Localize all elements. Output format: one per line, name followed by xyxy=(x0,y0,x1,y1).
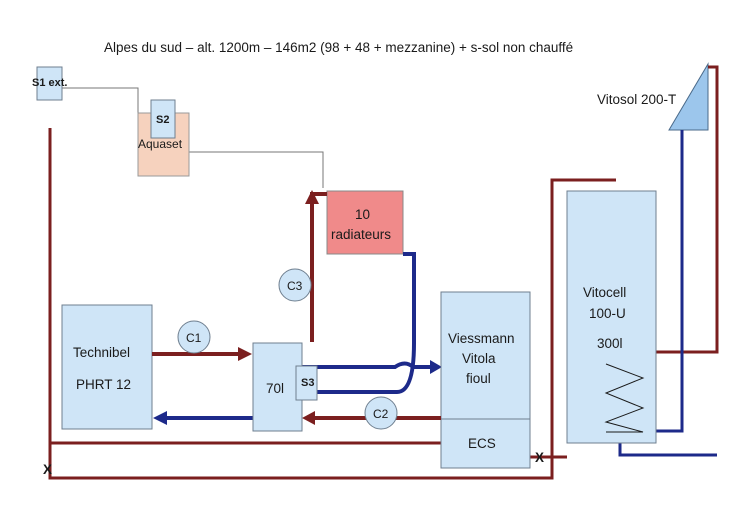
ecs-box xyxy=(440,418,531,469)
technibel-line1: Technibel xyxy=(73,345,130,360)
aquaset-label: Aquaset xyxy=(138,137,183,151)
s2-label: S2 xyxy=(156,114,169,126)
main-return-pipe xyxy=(48,128,616,480)
vitocell-line3: 300l xyxy=(597,336,623,351)
vitocell-line1: Vitocell xyxy=(583,285,626,300)
boiler-line3: fioul xyxy=(466,371,491,386)
circulator-c3: C3 xyxy=(278,268,312,302)
s2-sensor xyxy=(150,99,176,139)
radiators-line1: 10 xyxy=(355,207,370,222)
radiators-line2: radiateurs xyxy=(331,227,391,242)
circulator-c2: C2 xyxy=(364,396,398,430)
diagram-title: Alpes du sud – alt. 1200m – 146m2 (98 + … xyxy=(104,40,573,55)
circulator-c2-label: C2 xyxy=(373,407,389,421)
technibel-line2: PHRT 12 xyxy=(76,377,131,392)
vitocell-tank xyxy=(566,190,657,444)
technibel-to-tank-arrow xyxy=(238,347,252,361)
s1-ext-label: S1 ext. xyxy=(32,77,67,89)
vitosol-label: Vitosol 200-T xyxy=(597,92,676,107)
boiler-line1: Viessmann xyxy=(448,331,515,346)
vitocell-line2: 100-U xyxy=(589,306,626,321)
radiator-return-pipe xyxy=(308,252,416,394)
radiators-box xyxy=(326,190,404,255)
vitosol-collector xyxy=(668,62,709,131)
radiator-supply-pipe xyxy=(310,192,327,342)
solar-supply-pipe xyxy=(618,65,719,357)
valve-right: X xyxy=(535,450,544,465)
s1-ext-sensor xyxy=(36,66,63,101)
tank-to-technibel-arrow xyxy=(153,411,167,425)
circulator-c3-label: C3 xyxy=(287,279,303,293)
vitocell-coil xyxy=(604,363,645,433)
technibel-box xyxy=(61,304,153,430)
s3-label: S3 xyxy=(301,377,314,389)
circulator-c1: C1 xyxy=(177,320,211,354)
buffer-tank-label: 70l xyxy=(266,381,284,396)
boiler-box xyxy=(440,291,531,420)
boiler-line2: Vitola xyxy=(462,351,496,366)
ecs-label: ECS xyxy=(468,436,496,451)
tank-to-boiler-pipe xyxy=(302,361,432,369)
boiler-to-tank-arrow xyxy=(302,411,315,425)
s3-sensor xyxy=(295,365,318,401)
circulator-c1-label: C1 xyxy=(186,331,202,345)
valve-left: X xyxy=(43,462,52,477)
radiator-supply-arrow xyxy=(305,190,319,204)
sensor-wires xyxy=(62,87,324,188)
buffer-tank xyxy=(252,342,303,432)
tank-to-boiler-arrow xyxy=(430,360,442,374)
